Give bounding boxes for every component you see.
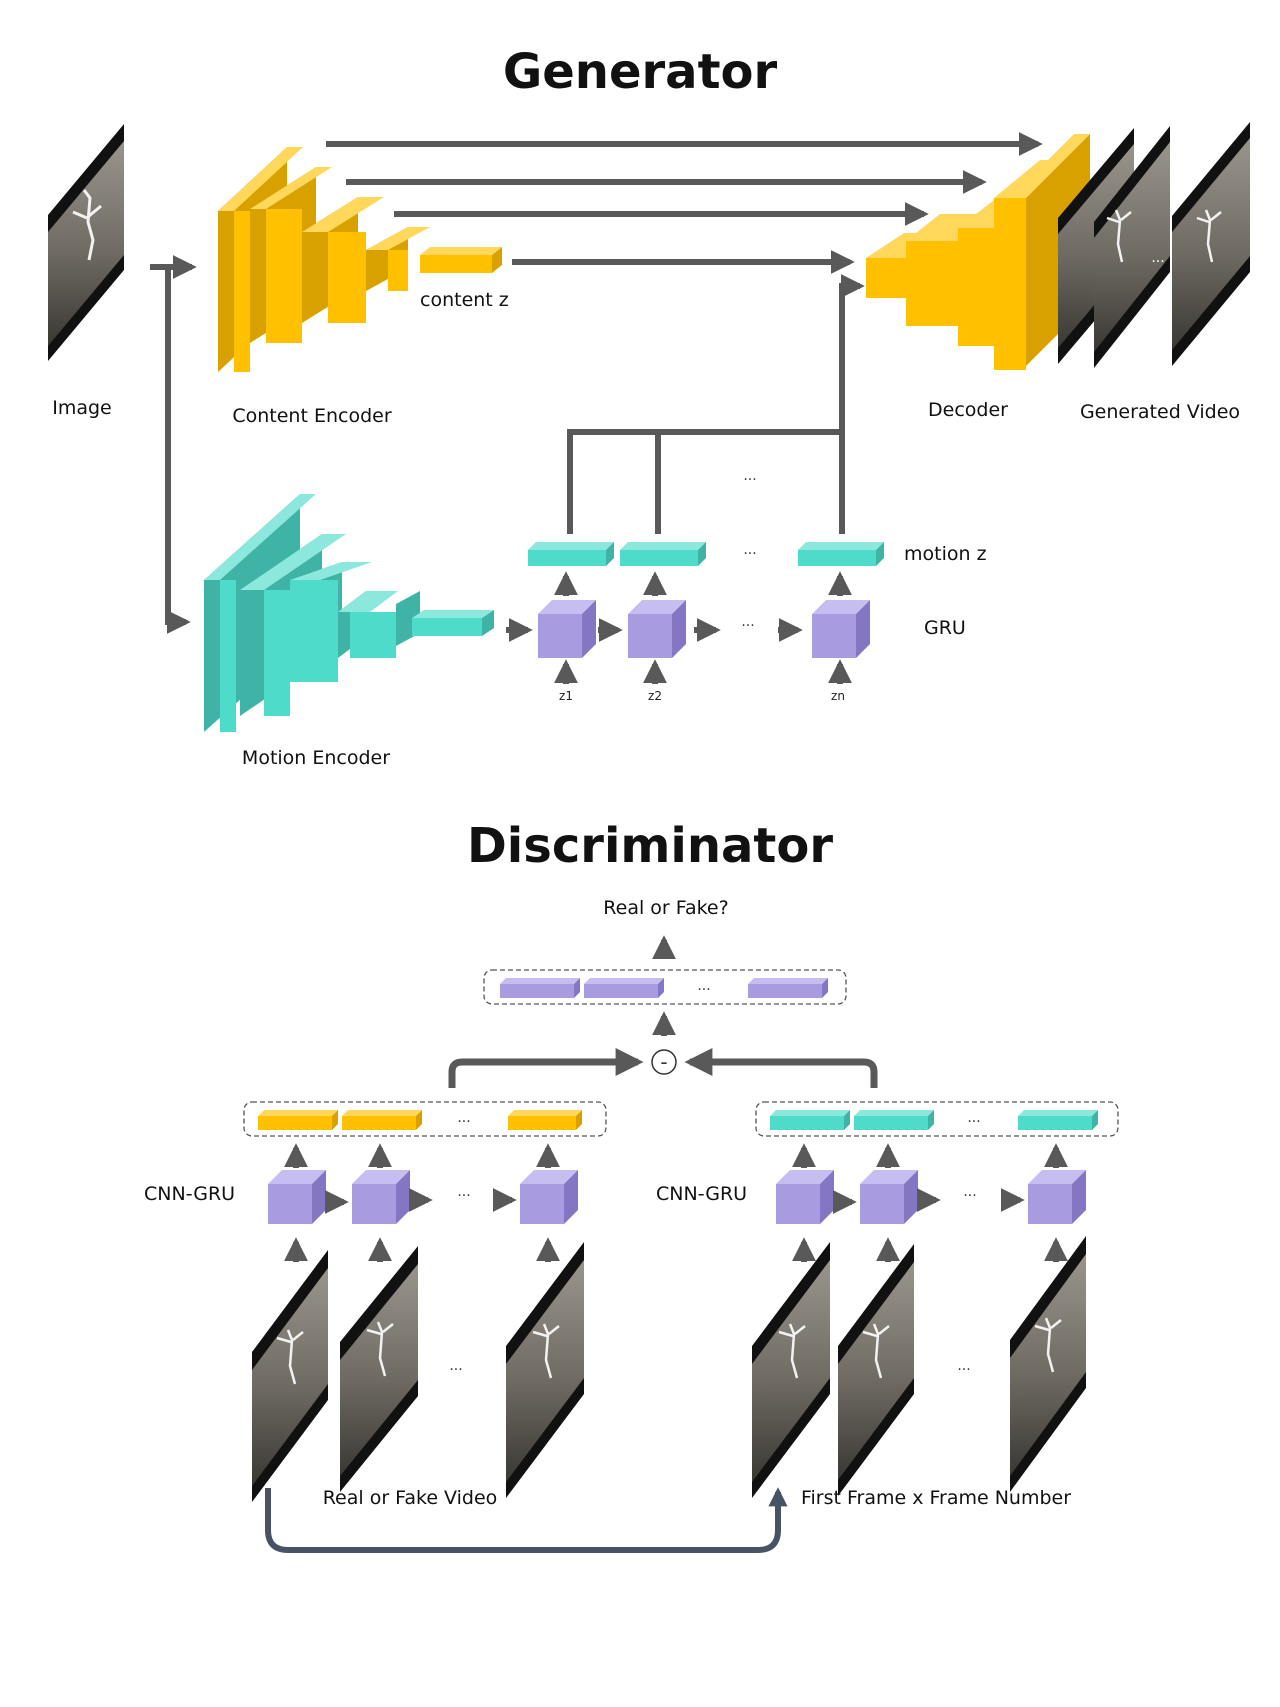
real-fake-video-label: Real or Fake Video <box>323 1487 498 1509</box>
motion-z-bars <box>528 542 884 566</box>
motion-lines-ellipsis: ... <box>743 468 756 484</box>
decoder-label: Decoder <box>928 399 1008 421</box>
zn-label: zn <box>831 689 845 703</box>
generated-video-ellipsis: ... <box>1151 250 1164 266</box>
z2-label: z2 <box>648 689 662 703</box>
generated-video-label: Generated Video <box>1080 401 1240 423</box>
difference-ellipsis: ... <box>697 978 710 994</box>
gru-label: GRU <box>924 617 966 639</box>
first-frame-repeated-frames <box>752 1236 1086 1498</box>
difference-feature-bars <box>500 978 828 998</box>
difference-features-group <box>483 969 847 1005</box>
image-to-encoders-arrows <box>150 255 197 634</box>
right-to-subtract-arrow <box>684 1048 878 1088</box>
real-fake-features-group <box>243 1101 607 1137</box>
left-cnn-gru-chain <box>268 1143 578 1262</box>
motion-z-label: motion z <box>904 543 987 565</box>
left-features-ellipsis: ... <box>457 1110 470 1126</box>
first-frame-feature-bars <box>770 1110 1098 1130</box>
gru-cell-2 <box>628 600 686 658</box>
cnn-gru-right-label: CNN-GRU <box>656 1183 747 1205</box>
content-encoder <box>218 147 502 372</box>
right-frames-ellipsis: ... <box>957 1358 970 1374</box>
real-fake-feature-bars <box>258 1110 582 1130</box>
right-gru-ellipsis: ... <box>963 1184 976 1200</box>
left-to-subtract-arrow <box>448 1048 644 1088</box>
gru-ellipsis: ... <box>741 614 754 630</box>
generator-title: Generator <box>503 44 778 100</box>
subtract-node <box>651 1049 677 1075</box>
left-gru-ellipsis: ... <box>457 1184 470 1200</box>
real-or-fake-output-label: Real or Fake? <box>603 897 728 919</box>
motion-to-decoder-lines <box>567 274 865 534</box>
subtract-symbol: - <box>660 1050 667 1074</box>
cnn-gru-left-label: CNN-GRU <box>144 1183 235 1205</box>
gru-cell-1 <box>538 600 596 658</box>
first-frame-label: First Frame x Frame Number <box>801 1487 1071 1509</box>
generated-video-frames <box>1058 122 1250 368</box>
left-frames-ellipsis: ... <box>449 1358 462 1374</box>
discriminator-title: Discriminator <box>467 818 833 874</box>
first-frame-features-group <box>755 1101 1119 1137</box>
content-encoder-label: Content Encoder <box>232 405 391 427</box>
z1-label: z1 <box>559 689 573 703</box>
right-features-ellipsis: ... <box>967 1110 980 1126</box>
input-image-frame <box>48 124 124 361</box>
gru-chain <box>506 571 870 684</box>
motion-z-ellipsis: ... <box>743 542 756 558</box>
decoder <box>866 134 1090 370</box>
gru-cell-n <box>812 600 870 658</box>
motion-encoder <box>204 494 494 732</box>
first-frame-copy-arrow <box>265 1487 788 1553</box>
skip-connection-arrows <box>326 132 1043 274</box>
real-fake-video-frames <box>252 1242 584 1502</box>
content-z-label: content z <box>420 289 509 311</box>
image-label: Image <box>52 397 112 419</box>
right-cnn-gru-chain <box>776 1143 1086 1262</box>
motion-encoder-label: Motion Encoder <box>242 747 390 769</box>
